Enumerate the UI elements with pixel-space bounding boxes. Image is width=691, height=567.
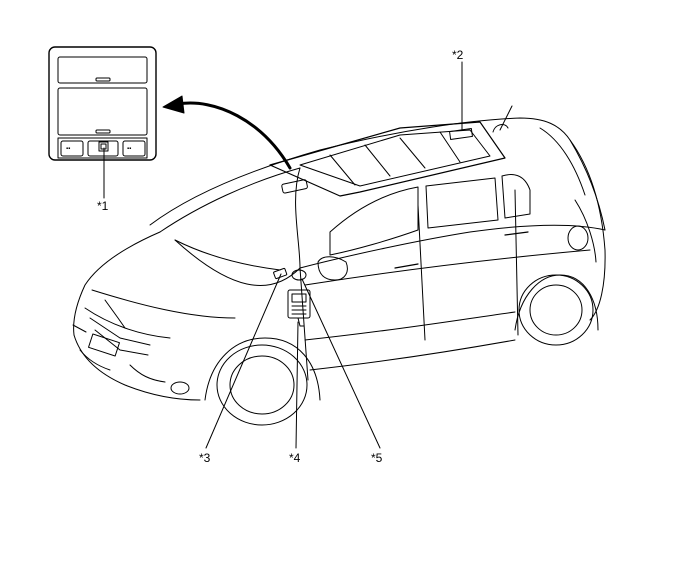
callout-3: *3 — [199, 451, 211, 465]
callout-2: *2 — [452, 48, 464, 62]
curved-arrow — [162, 95, 292, 170]
component-4-icon — [287, 289, 311, 327]
component-5-icon — [291, 269, 307, 281]
sunroof-panel — [269, 121, 506, 197]
sunroof-switch-icon — [281, 179, 308, 194]
callout-5: *5 — [371, 451, 383, 465]
callout-1: *1 — [97, 199, 109, 213]
vehicle-outline — [72, 105, 606, 426]
svg-text:▪▪: ▪▪ — [66, 146, 70, 152]
leader-lines — [103, 61, 463, 449]
overhead-console-inset: ▪▪ ▪▪ — [48, 46, 157, 161]
component-3-icon — [273, 267, 288, 280]
callout-4: *4 — [289, 451, 301, 465]
svg-text:▪▪: ▪▪ — [127, 146, 131, 152]
